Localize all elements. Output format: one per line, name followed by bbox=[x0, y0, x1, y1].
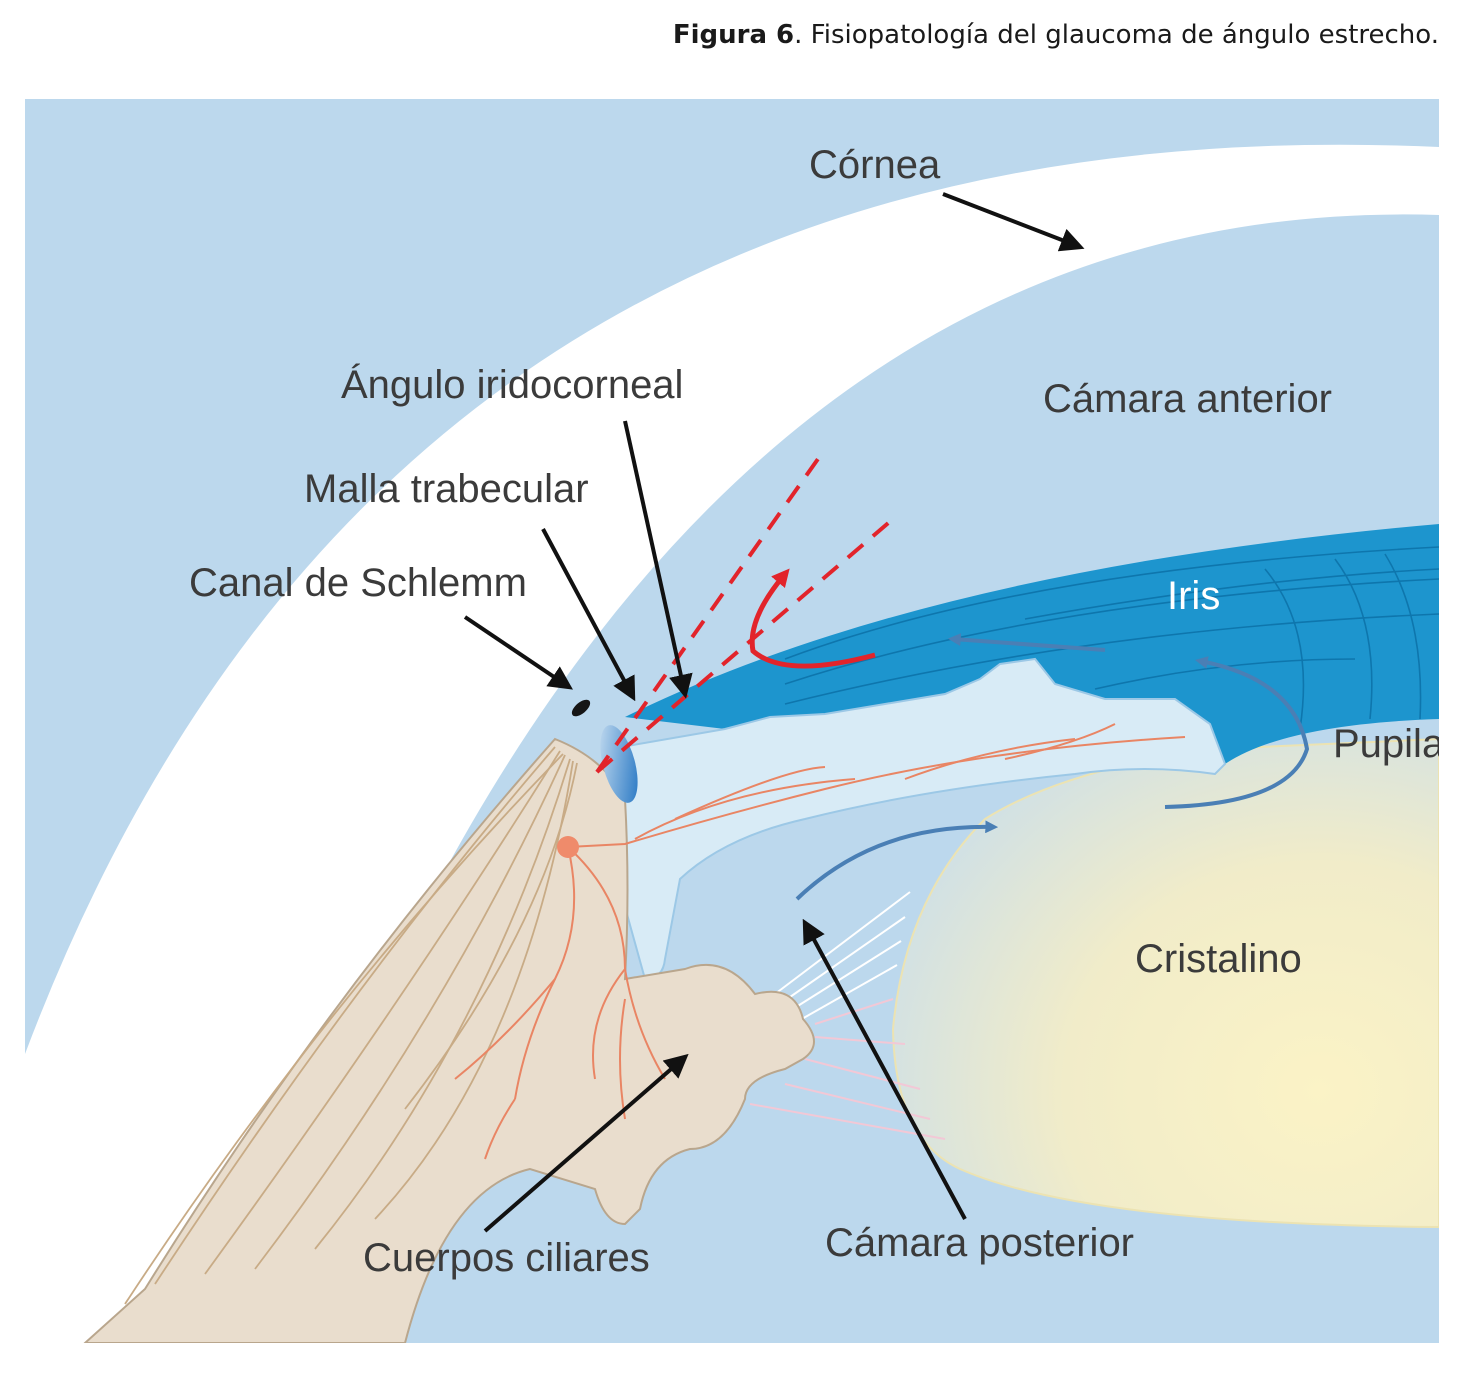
caption-text: Fisiopatología del glaucoma de ángulo es… bbox=[802, 20, 1439, 50]
aqueous-flow-arrow-posterior bbox=[795, 820, 999, 901]
cuerpos-leader bbox=[483, 1053, 689, 1233]
ciliary-muscle-fibers bbox=[124, 746, 578, 1305]
schlemm-canal-marker bbox=[571, 699, 591, 717]
label-iris: Iris bbox=[1167, 574, 1220, 618]
lens-shape bbox=[891, 737, 1439, 1229]
label-cristalino: Cristalino bbox=[1135, 937, 1302, 981]
cornea-shape bbox=[25, 144, 1439, 1343]
label-cuerpos-ciliares: Cuerpos ciliares bbox=[363, 1236, 650, 1280]
vessel-node bbox=[557, 836, 579, 858]
label-cornea: Córnea bbox=[809, 143, 941, 187]
aqueous-flow-arrow-pupil bbox=[1164, 656, 1310, 809]
angulo-leader bbox=[623, 420, 693, 699]
iris-striations bbox=[784, 546, 1439, 730]
label-camara-anterior: Cámara anterior bbox=[1043, 377, 1332, 421]
caption-separator: . bbox=[794, 20, 803, 50]
cornea-leader bbox=[942, 192, 1085, 252]
leader-arrows bbox=[463, 192, 1085, 1233]
canal-leader bbox=[463, 615, 573, 690]
malla-leader bbox=[541, 528, 636, 702]
ciliary-blood-vessels bbox=[454, 723, 1186, 1160]
figure-caption: Figura 6. Fisiopatología del glaucoma de… bbox=[673, 20, 1439, 50]
camara-posterior-leader bbox=[802, 918, 967, 1220]
diagram-canvas: Córnea Ángulo iridocorneal Malla trabecu… bbox=[25, 99, 1439, 1343]
label-canal-schlemm: Canal de Schlemm bbox=[189, 561, 527, 605]
label-malla-trabecular: Malla trabecular bbox=[304, 467, 589, 511]
label-camara-posterior: Cámara posterior bbox=[825, 1221, 1134, 1265]
label-pupila: Pupila bbox=[1333, 722, 1439, 766]
label-angulo-iridocorneal: Ángulo iridocorneal bbox=[341, 362, 683, 407]
figure-number: Figura 6 bbox=[672, 20, 795, 50]
red-flow-arrow bbox=[749, 568, 876, 669]
eye-anatomy-diagram: Córnea Ángulo iridocorneal Malla trabecu… bbox=[25, 99, 1439, 1343]
aqueous-flow-arrow-anterior bbox=[947, 633, 1106, 652]
ciliary-body-shape bbox=[83, 737, 815, 1343]
